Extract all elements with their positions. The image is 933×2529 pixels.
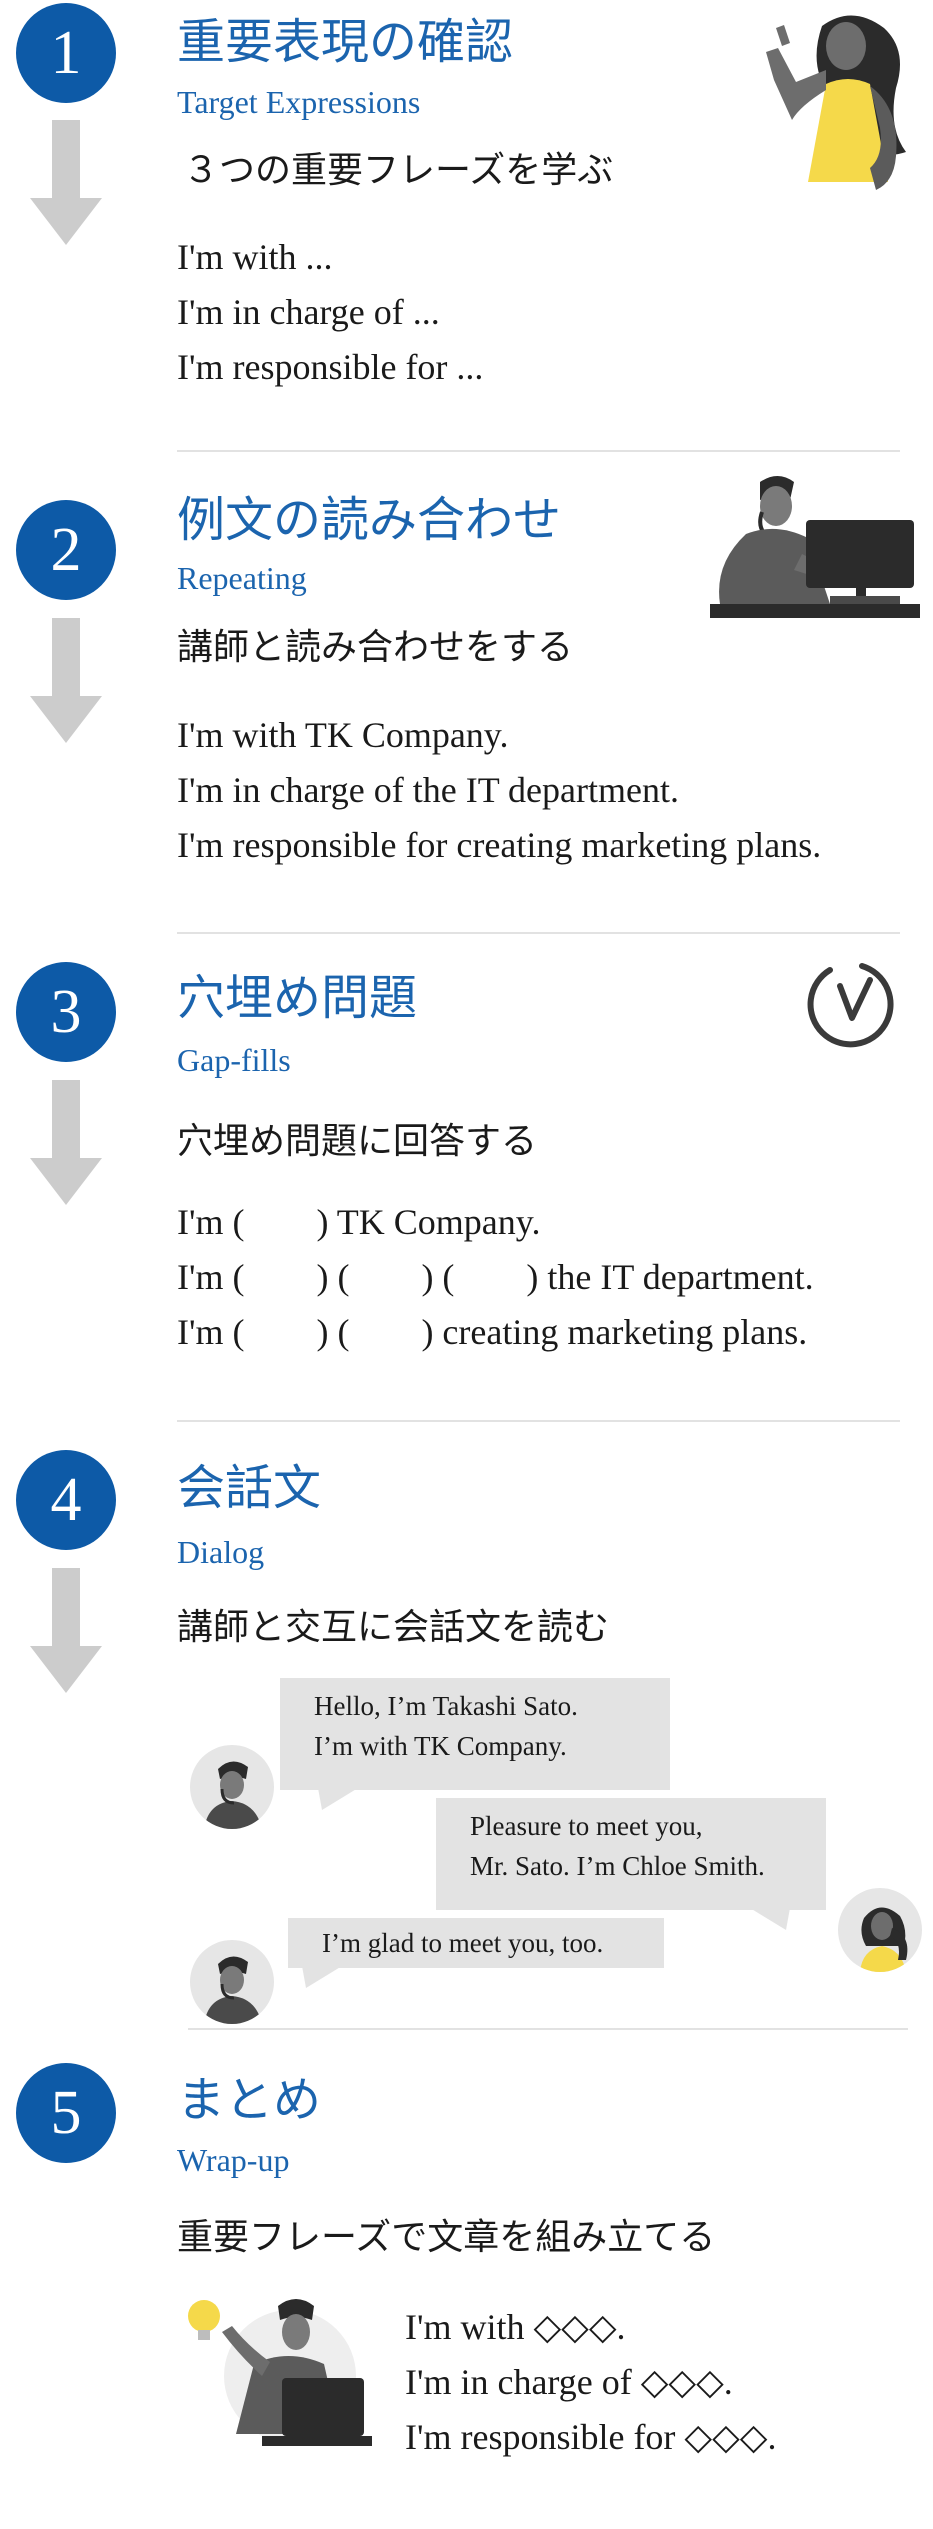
step-2-example-sentences: I'm with TK Company. I'm in charge of th… xyxy=(177,708,821,873)
down-arrow-icon xyxy=(30,618,102,743)
step-1-subtitle: Target Expressions xyxy=(177,84,421,120)
step-3-number: 3 xyxy=(16,962,116,1062)
lightbulb-idea-icon xyxy=(188,2299,372,2446)
summary-sentence: I'm in charge of ◇◇◇. xyxy=(405,2362,733,2402)
dialog-line: I’m glad to meet you, too. xyxy=(322,1928,604,1958)
section-divider xyxy=(188,2028,908,2030)
man-avatar-icon xyxy=(190,1940,274,2024)
woman-presenting-icon xyxy=(766,15,906,190)
phrase-line: I'm responsible for ... xyxy=(177,347,484,387)
step-1-task: ３つの重要フレーズを学ぶ xyxy=(183,150,614,191)
dialog-line: Hello, I’m Takashi Sato. xyxy=(314,1691,578,1721)
step-3-title: 穴埋め問題 xyxy=(177,970,418,1026)
dialog-line: Pleasure to meet you, xyxy=(470,1811,703,1841)
gap-fill-sentence: I'm ( ) TK Company. xyxy=(177,1202,541,1242)
step-3-subtitle: Gap-fills xyxy=(177,1042,291,1078)
man-avatar-icon xyxy=(190,1745,274,1829)
dialog-line: Mr. Sato. I’m Chloe Smith. xyxy=(470,1851,765,1881)
step-4-number: 4 xyxy=(16,1450,116,1550)
dialog-bubble-chloe: Pleasure to meet you, Mr. Sato. I’m Chlo… xyxy=(436,1798,826,1910)
section-divider xyxy=(177,932,900,934)
step-2-number: 2 xyxy=(16,500,116,600)
gap-fill-sentence: I'm ( ) ( ) creating marketing plans. xyxy=(177,1312,808,1352)
step-5-title: まとめ xyxy=(177,2072,322,2128)
step-5-number: 5 xyxy=(16,2063,116,2163)
step-2-task: 講師と読み合わせをする xyxy=(177,627,574,668)
step-1-title: 重要表現の確認 xyxy=(177,14,514,70)
bubble-tail xyxy=(318,1788,358,1810)
step-5-task: 重要フレーズで文章を組み立てる xyxy=(177,2217,716,2258)
step-2-subtitle: Repeating xyxy=(177,560,307,596)
bubble-tail xyxy=(302,1966,342,1988)
step-1-phrases: I'm with ... I'm in charge of ... I'm re… xyxy=(177,230,483,395)
step-5-summary-sentences: I'm with ◇◇◇. I'm in charge of ◇◇◇. I'm … xyxy=(405,2300,776,2465)
step-5-subtitle: Wrap-up xyxy=(177,2142,290,2178)
dialog-line: I’m with TK Company. xyxy=(314,1731,567,1761)
woman-avatar-icon xyxy=(838,1888,922,1972)
bubble-tail xyxy=(750,1908,790,1930)
down-arrow-icon xyxy=(30,1080,102,1205)
gap-fill-sentence: I'm ( ) ( ) ( ) the IT department. xyxy=(177,1257,814,1297)
section-divider xyxy=(177,1420,900,1422)
down-arrow-icon xyxy=(30,1568,102,1693)
phrase-line: I'm with ... xyxy=(177,237,333,277)
step-3-task: 穴埋め問題に回答する xyxy=(177,1121,538,1162)
step-4-subtitle: Dialog xyxy=(177,1534,265,1570)
down-arrow-icon xyxy=(30,120,102,245)
summary-sentence: I'm with ◇◇◇. xyxy=(405,2307,626,2347)
dialog-bubble-takashi-reply: I’m glad to meet you, too. xyxy=(288,1918,664,1968)
dialog-bubble-takashi: Hello, I’m Takashi Sato. I’m with TK Com… xyxy=(280,1678,670,1790)
step-1-number: 1 xyxy=(16,3,116,103)
step-4-task: 講師と交互に会話文を読む xyxy=(177,1607,610,1648)
section-divider xyxy=(177,450,900,452)
stopwatch-icon xyxy=(807,963,894,1048)
phrase-line: I'm in charge of ... xyxy=(177,292,440,332)
example-sentence: I'm with TK Company. xyxy=(177,715,509,755)
example-sentence: I'm in charge of the IT department. xyxy=(177,770,679,810)
step-2-title: 例文の読み合わせ xyxy=(177,492,562,548)
step-3-gap-fill-sentences: I'm ( ) TK Company. I'm ( ) ( ) ( ) the … xyxy=(177,1195,814,1360)
step-4-title: 会話文 xyxy=(177,1460,322,1516)
example-sentence: I'm responsible for creating marketing p… xyxy=(177,825,822,865)
man-at-computer-icon xyxy=(710,476,920,618)
summary-sentence: I'm responsible for ◇◇◇. xyxy=(405,2417,777,2457)
